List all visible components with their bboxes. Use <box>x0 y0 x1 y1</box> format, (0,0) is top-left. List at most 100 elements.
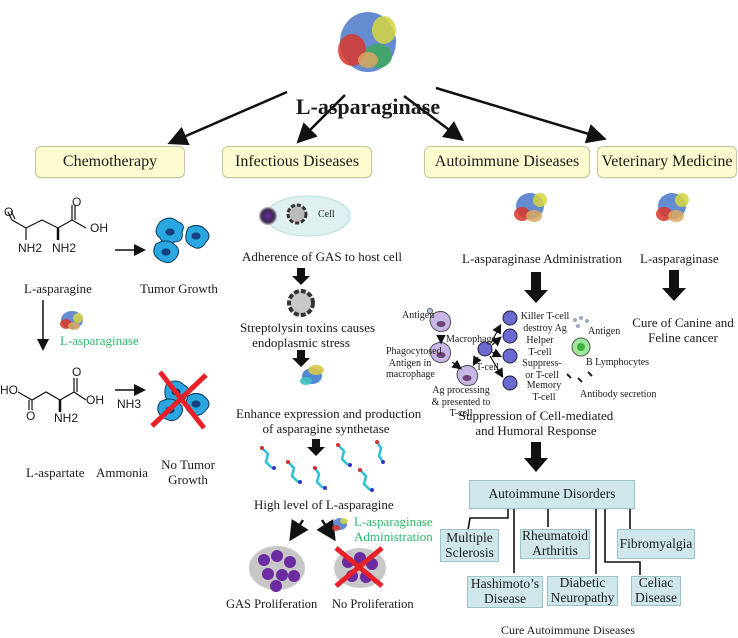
helper-line1: Helper <box>526 335 554 346</box>
gas-colony-icon <box>249 546 305 592</box>
phago-line1: Phagocytosed <box>386 346 442 357</box>
arrow-phago-to-ag <box>451 359 462 370</box>
t-cell-arrows <box>472 323 504 379</box>
arrow-to-autoimmune <box>403 95 464 141</box>
label-no-proliferation: No Proliferation <box>332 597 414 611</box>
label-killer-t-cell: Killer T-cell destroy Ag <box>520 311 570 334</box>
label-tumor-growth: Tumor Growth <box>140 281 218 296</box>
ag-line2: & presented to <box>431 396 491 408</box>
disorder-diabetic-neuropathy: Diabetic Neuropathy <box>547 575 618 606</box>
label-enzyme-admin-infectious: L-asparaginase Administration <box>354 514 433 545</box>
no-tumor-line1: No Tumor <box>161 457 215 472</box>
memory-line1: Memory <box>526 380 562 391</box>
disorder-rheumatoid-arthritis: Rheumatoid Arthritis <box>520 528 590 559</box>
enzyme-icon-chemo <box>60 311 83 330</box>
disorder-connectors <box>467 508 641 575</box>
disorder-label-l2: Disease <box>484 591 526 606</box>
asparagine-molecules-icon <box>261 441 385 491</box>
asparagine-structure <box>7 205 87 240</box>
tumor-cells-icon <box>153 217 210 264</box>
ag-line3: T-cell <box>449 408 473 419</box>
label-helper-t-cell: Helper T-cell <box>520 335 560 358</box>
arrow-to-no-proliferation <box>316 518 336 542</box>
category-chemotherapy: Chemotherapy <box>35 146 185 178</box>
disorder-label-l1: Multiple <box>446 529 493 545</box>
down-arrow-autoimmune-2 <box>524 442 548 472</box>
asp-label-o2: O <box>72 365 82 379</box>
label-l-aspartate: L-aspartate <box>26 465 85 480</box>
red-cross-icon-tumor <box>150 370 208 430</box>
asp-label-o1: O <box>26 409 36 423</box>
label-cell: Cell <box>318 209 335 220</box>
phago-line2: Antigen in <box>388 357 432 369</box>
disorder-label-l2: Arthritis <box>532 543 578 558</box>
protein-structure-icon-top <box>338 12 396 72</box>
suppress-line2: or T-cell <box>525 369 559 381</box>
molecule-atoms-icon <box>260 440 385 492</box>
arrow-to-gas-proliferation <box>289 518 309 542</box>
disorder-celiac-disease: Celiac Disease <box>631 575 681 606</box>
disorder-label-l1: Diabetic <box>559 575 606 591</box>
vet-cure-line2: Feline cancer <box>648 329 718 345</box>
chem-label-o2: O <box>72 195 82 209</box>
label-enzyme-veterinary: L-asparaginase <box>640 251 719 266</box>
stressed-cell-icon <box>287 289 315 317</box>
label-adherence: Adherence of GAS to host cell <box>242 249 402 264</box>
label-ag-processing: Ag processing & presented to T-cell <box>430 385 492 420</box>
label-antigen-b: Antigen <box>588 326 621 337</box>
label-t-cell: T-cell <box>476 362 499 373</box>
enhance-line2: of asparagine synthetase <box>262 420 390 436</box>
host-cell-icon <box>265 195 351 237</box>
label-l-asparagine: L-asparagine <box>24 281 92 296</box>
disorder-label-l1: Rheumatoid <box>522 528 588 544</box>
arrow-to-infectious <box>296 94 346 144</box>
label-enzyme-admin-autoimmune: L-asparaginase Administration <box>462 251 622 266</box>
killer-line1: Killer T-cell <box>520 311 570 322</box>
streptolysin-line2: endoplasmic stress <box>252 334 350 350</box>
diagram-title: L-asparaginase <box>295 94 441 119</box>
chem-label-nh2a: NH2 <box>18 241 43 255</box>
category-infectious-diseases: Infectious Diseases <box>222 146 372 178</box>
suppress-line1: Suppress- <box>522 358 562 369</box>
phago-line3: macrophage <box>386 369 435 380</box>
aspartate-structure <box>17 378 87 412</box>
disorder-hashimotos-disease: Hashimoto’s Disease <box>467 576 543 608</box>
label-no-tumor-growth: No Tumor Growth <box>160 457 216 488</box>
macrophage-icon <box>427 308 479 387</box>
disorder-label-l1: Hashimoto’s <box>470 576 540 592</box>
arrow-to-chemotherapy <box>167 90 288 146</box>
label-suppression: Suppression of Cell-mediated and Humoral… <box>456 408 616 439</box>
vet-cure-line1: Cure of Canine and <box>632 315 734 330</box>
red-cross-icon-gas <box>334 546 384 588</box>
label-ammonia: Ammonia <box>96 465 148 480</box>
ag-line1: Ag processing <box>432 385 490 396</box>
gas-bacterium-icon <box>259 207 277 225</box>
chem-label-oh: OH <box>90 221 108 235</box>
no-tumor-line2: Growth <box>168 471 208 487</box>
down-arrow-autoimmune-1 <box>524 272 548 303</box>
t-cell-icons <box>477 310 518 391</box>
label-b-lymphocytes: B Lymphocytes <box>586 357 650 368</box>
disorder-label-l1: Celiac <box>638 575 674 591</box>
asp-label-oh: OH <box>86 393 104 407</box>
streptolysin-line1: Streptolysin toxins causes <box>240 320 376 335</box>
label-macrophage: Macrophage <box>446 334 496 345</box>
disorder-multiple-sclerosis: Multiple Sclerosis <box>440 529 499 562</box>
disorder-label-l2: Neuropathy <box>550 590 615 605</box>
disorder-label-l2: Disease <box>635 590 677 605</box>
b-lymphocyte-icon <box>566 316 593 383</box>
down-arrow-2 <box>292 350 310 367</box>
chem-label-o: O <box>4 205 14 219</box>
helper-line2: T-cell <box>528 346 552 358</box>
disorder-fibromyalgia: Fibromyalgia <box>617 529 695 559</box>
label-memory-t-cell: Memory T-cell <box>524 380 564 403</box>
protein-structure-icon-veterinary <box>656 193 689 222</box>
enhance-line1: Enhance expression and production <box>236 406 422 421</box>
label-nh3: NH3 <box>117 397 142 411</box>
label-phagocytosed: Phagocytosed Antigen in macrophage <box>386 346 442 381</box>
label-cure-autoimmune: Cure Autoimmune Diseases <box>501 623 635 637</box>
asp-label-ho: HO <box>0 383 18 397</box>
disorder-label-l2: Sclerosis <box>445 544 494 560</box>
memory-line2: T-cell <box>532 391 556 403</box>
